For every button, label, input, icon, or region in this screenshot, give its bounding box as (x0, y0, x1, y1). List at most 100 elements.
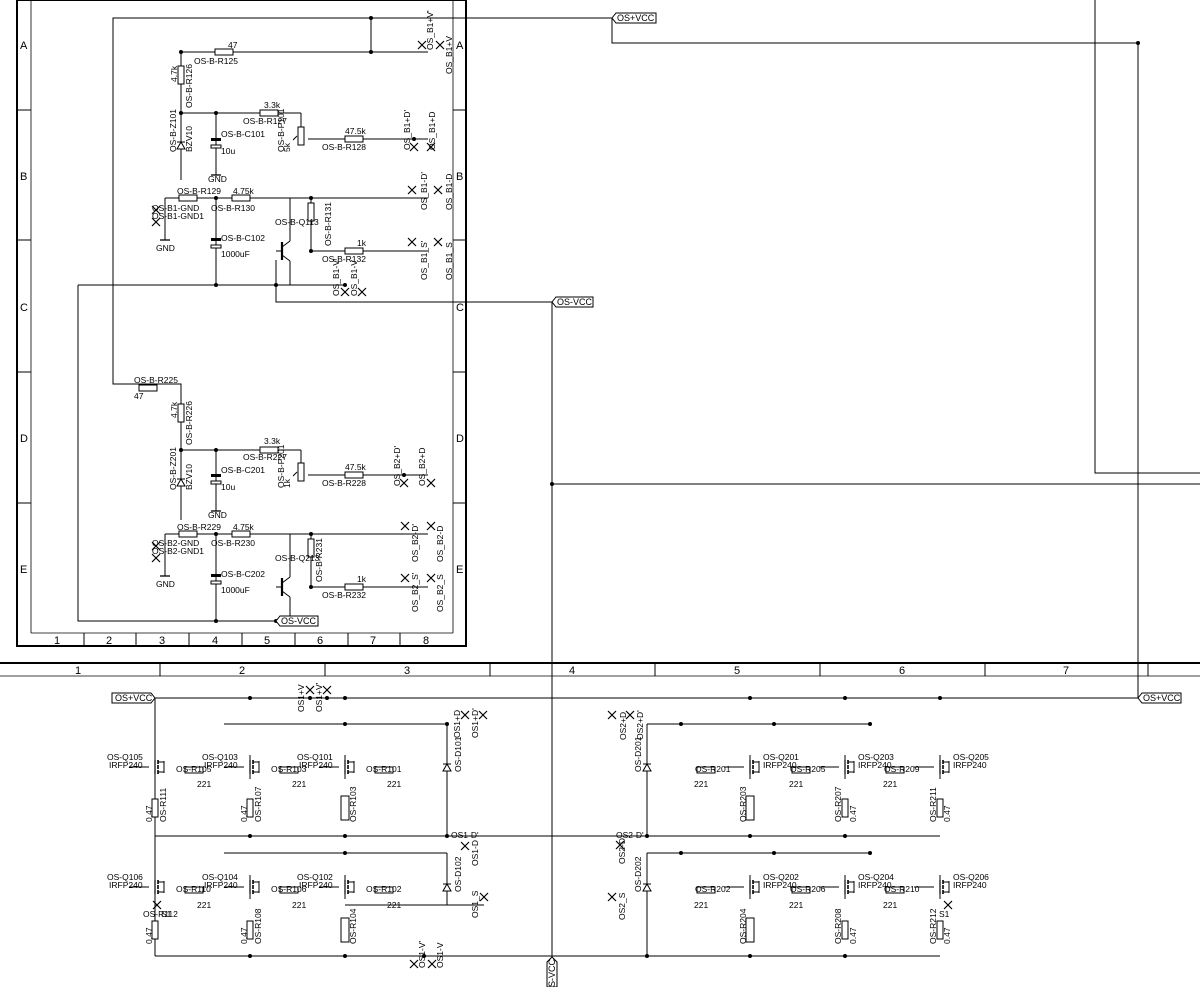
frame-col-labels-inner: 1 2 3 4 5 6 7 8 (54, 635, 429, 647)
mosfet-symbol (939, 880, 950, 894)
mosfet-symbol (154, 760, 165, 774)
resistor-symbol (259, 109, 279, 117)
pad-os1-dp: OS1+D' (470, 708, 480, 738)
resistor-symbol (279, 766, 299, 774)
r228-value: 47.5k (345, 462, 367, 472)
r108-val: 0.47 (239, 927, 249, 944)
pad-b2-dn1: OS_B2-D' (410, 524, 420, 562)
r108-ref: OS-R108 (253, 908, 263, 944)
gnd-label: GND (208, 174, 227, 184)
junction-dot (679, 851, 683, 855)
r205-ref: OS-R205 (790, 764, 826, 774)
r204-ref: OS-R204 (738, 908, 748, 944)
pot-wiper (292, 471, 298, 477)
junction-dot (748, 696, 752, 700)
col-label-outer-2: 2 (239, 665, 245, 677)
pad-os2-dp: OS2+D' (635, 710, 645, 740)
resistor-symbol (178, 530, 198, 538)
pad-b1-vp2: OS_B1+V (444, 36, 454, 74)
row-label-d-left: D (20, 433, 28, 445)
resistor-symbol (696, 886, 716, 894)
r225-ref: OS-B-R225 (134, 375, 178, 385)
no-connect-mark (151, 541, 161, 551)
pad-b1-dp2: OS_B1+D (427, 111, 437, 150)
r209-val: 221 (883, 779, 897, 789)
resistor-symbol (259, 446, 279, 454)
junction-dot (445, 834, 449, 838)
diode-body (442, 762, 452, 772)
pad-os2-s: OS2_S (617, 892, 627, 920)
transistor-emitter (281, 254, 291, 262)
r202-val: 221 (694, 900, 708, 910)
no-connect-mark (607, 710, 617, 720)
junction-dot (938, 696, 942, 700)
no-connect-mark (479, 892, 489, 902)
frame-col-labels-outer: 1 2 3 4 5 6 7 (75, 665, 1069, 677)
junction-dot (412, 137, 416, 141)
net-label-pos-vcc-left[interactable]: OS+VCC (111, 692, 156, 704)
resistor-symbol (791, 886, 811, 894)
diode-body (642, 762, 652, 772)
capacitor-plate (210, 480, 222, 485)
r103g-ref: OS-R103 (271, 764, 307, 774)
r111-val: 0.47 (144, 805, 154, 822)
row-label-a-left: A (20, 40, 28, 52)
q202-type: IRFP240 (763, 880, 797, 890)
r205-val: 221 (789, 779, 803, 789)
net-label-neg-vcc-mid[interactable]: OS-VCC (551, 296, 594, 308)
diode-body (642, 882, 652, 892)
r206-ref: OS-R206 (790, 884, 826, 894)
capacitor-plate (211, 138, 221, 141)
c201-value: 10u (221, 482, 235, 492)
r101-ref: OS-R101 (366, 764, 402, 774)
resistor-symbol (151, 798, 159, 818)
junction-dot (179, 111, 183, 115)
mosfet-symbol (939, 760, 950, 774)
r128-value: 47.5k (345, 126, 367, 136)
z101-value: BZV10 (184, 126, 194, 152)
d201-ref: OS-D201 (633, 736, 643, 772)
wire (77, 285, 276, 622)
net-label-neg-vcc-bottom[interactable]: S-VCC (546, 956, 558, 987)
r104-ref: OS-R104 (348, 908, 358, 944)
no-connect-mark (409, 142, 419, 152)
junction-dot (550, 482, 554, 486)
resistor-symbol (841, 920, 849, 940)
no-connect-mark (426, 573, 436, 583)
gnd2-ref-a: OS-B2-GND (152, 538, 199, 548)
net-label-pos-vcc-top[interactable]: OS+VCC (611, 12, 657, 24)
q203-ref: OS-Q203 (858, 752, 894, 762)
junction-dot (343, 696, 347, 700)
r107-ref: OS-R107 (253, 786, 263, 822)
no-connect-mark (152, 900, 162, 910)
no-connect-mark (400, 573, 410, 583)
resistor-symbol (214, 48, 234, 56)
mosfet-symbol (154, 880, 165, 894)
pad-b1-dn2: OS_B1-D (444, 174, 454, 210)
net-label-pos-vcc-right[interactable]: OS+VCC (1137, 692, 1182, 704)
resistor-symbol (138, 384, 158, 392)
r226-value: 4.7k (169, 401, 179, 418)
junction-dot (214, 196, 218, 200)
junction-dot (748, 834, 752, 838)
net-label-neg-vcc-sub[interactable]: OS-VCC (275, 615, 319, 627)
q102-ref: OS-Q102 (297, 872, 333, 882)
no-connect-mark (625, 710, 635, 720)
q103-type: IRFP240 (204, 760, 238, 770)
junction-dot (274, 283, 278, 287)
junction-dot (402, 473, 406, 477)
r131-ref: OS-B-R131 (323, 202, 333, 246)
junction-dot (309, 585, 313, 589)
junction-dot (179, 448, 183, 452)
sheet-frame (0, 0, 1200, 677)
transistor-collector (281, 576, 291, 584)
pad-os1-dn: OS1-D (470, 840, 480, 866)
net-label-text: OS-VCC (281, 616, 317, 626)
d101-ref: OS-D101 (453, 736, 463, 772)
junction-dot (214, 532, 218, 536)
capacitor-plate (211, 574, 221, 577)
r127-value: 3.3k (264, 100, 281, 110)
junction-dot (214, 283, 218, 287)
resistor-symbol (231, 194, 251, 202)
junction-dot (645, 954, 649, 958)
